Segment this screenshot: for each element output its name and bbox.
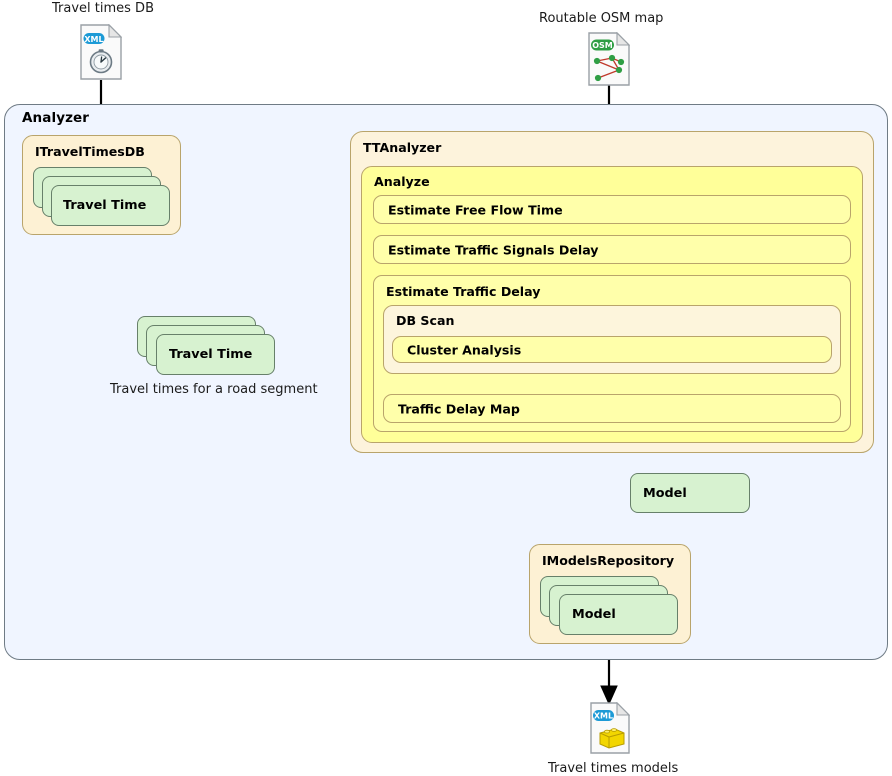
model-stack-label: Model — [572, 607, 616, 622]
artifact-label-travel-times-db: Travel times DB — [52, 1, 154, 16]
travel-time-free-label: Travel Time — [169, 347, 253, 362]
artifact-icon-travel-times-db: XML — [80, 23, 123, 84]
model-stack-sheet-1[interactable]: Model — [559, 594, 678, 635]
action-cluster-analysis-label: Cluster Analysis — [407, 342, 522, 357]
action-cluster-analysis[interactable]: Cluster Analysis — [392, 336, 832, 363]
artifact-icon-travel-times-models: XML — [590, 701, 631, 758]
stopwatch-glyph — [89, 49, 113, 74]
svg-text:XML: XML — [84, 35, 103, 44]
action-estimate-traffic-signals-delay-label: Estimate Traffic Signals Delay — [388, 242, 599, 257]
artifact-label-routable-osm-map: Routable OSM map — [539, 11, 664, 26]
action-estimate-traffic-delay-label: Estimate Traffic Delay — [386, 284, 541, 299]
artifact-label-travel-times-models: Travel times models — [548, 761, 679, 776]
travel-time-free-sheet-1[interactable]: Travel Time — [156, 334, 275, 375]
yellow-block-glyph — [599, 728, 625, 749]
analyzer-label: Analyzer — [22, 110, 90, 126]
travel-times-road-segment-caption: Travel times for a road segment — [110, 382, 318, 397]
action-estimate-free-flow-time-label: Estimate Free Flow Time — [388, 202, 563, 217]
activity-analyze-label: Analyze — [374, 174, 430, 189]
travel-time-stack-label: Travel Time — [63, 198, 147, 213]
object-model-label: Model — [643, 486, 687, 501]
interface-itraveltimesdb-label: ITravelTimesDB — [35, 144, 145, 159]
svg-text:OSM: OSM — [592, 41, 613, 50]
component-ttanalyzer-label: TTAnalyzer — [363, 140, 442, 155]
object-model[interactable]: Model — [630, 473, 750, 513]
action-estimate-traffic-signals-delay[interactable]: Estimate Traffic Signals Delay — [373, 235, 851, 264]
svg-text:XML: XML — [594, 712, 613, 721]
action-estimate-free-flow-time[interactable]: Estimate Free Flow Time — [373, 195, 851, 224]
artifact-icon-routable-osm-map: OSM — [588, 31, 631, 90]
interface-imodelsrepository-label: IModelsRepository — [542, 553, 675, 568]
action-traffic-delay-map-label: Traffic Delay Map — [398, 401, 520, 416]
travel-time-stack-sheet-1[interactable]: Travel Time — [51, 185, 170, 226]
action-db-scan-label: DB Scan — [396, 313, 455, 328]
action-traffic-delay-map[interactable]: Traffic Delay Map — [383, 394, 841, 423]
